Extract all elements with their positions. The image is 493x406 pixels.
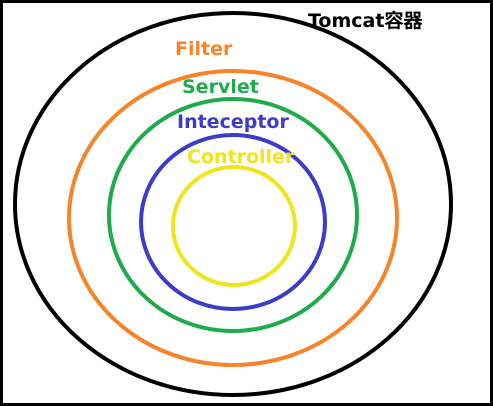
- interceptor-ring: [139, 133, 327, 311]
- filter-ring: [67, 69, 399, 367]
- servlet-ring: [107, 97, 359, 333]
- filter-label: Filter: [175, 38, 233, 60]
- tomcat-container-ring: [13, 11, 453, 397]
- servlet-label: Servlet: [182, 76, 259, 98]
- controller-ring: [171, 165, 297, 287]
- interceptor-label: Inteceptor: [177, 111, 289, 133]
- tomcat-container-label: Tomcat容器: [308, 9, 423, 32]
- controller-label: Controller: [187, 146, 295, 168]
